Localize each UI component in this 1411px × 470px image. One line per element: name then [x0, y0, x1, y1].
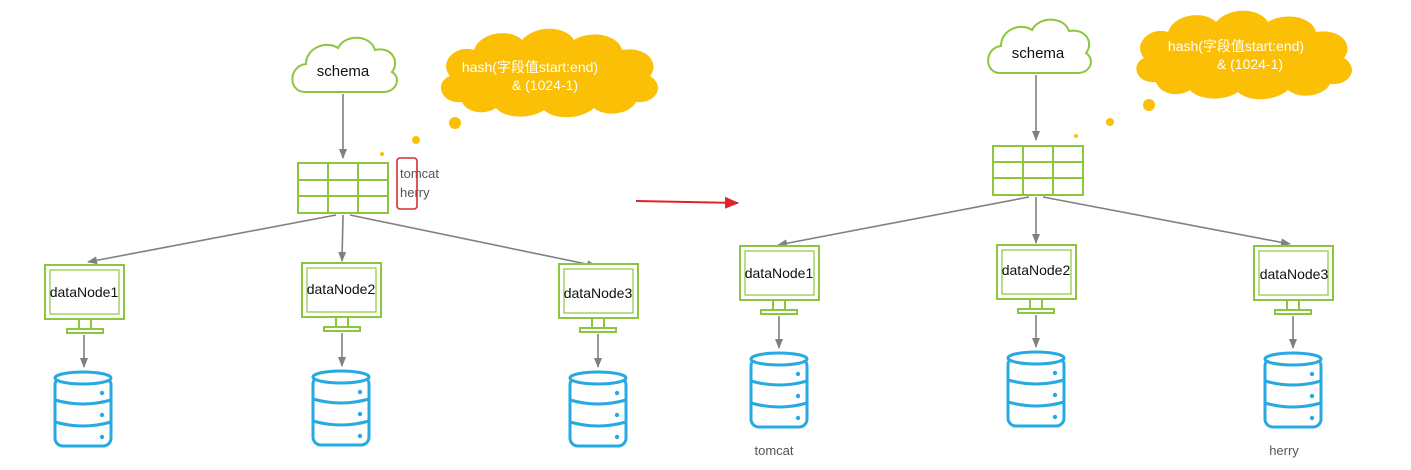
hash-thought-cloud-icon: hash(字段值start:end) & (1024-1) [1074, 10, 1352, 138]
thought-dot-small [380, 152, 384, 156]
thought-dot-large [1143, 99, 1155, 111]
table-to-node3-arrow [1042, 196, 1291, 247]
schema-cloud-icon: schema [291, 36, 398, 94]
transition-arrow [635, 196, 739, 209]
database-icon [53, 370, 113, 448]
hash-formula-line1: hash(字段值start:end) [462, 59, 598, 75]
db-label-tomcat: tomcat [754, 443, 793, 458]
monitor-icon [739, 245, 820, 315]
table-to-node1-arrow [87, 214, 337, 265]
right-datanode2: dataNode2 [996, 244, 1077, 428]
left-datanode3: dataNode3 [558, 263, 639, 448]
monitor-icon [301, 262, 382, 332]
db-label-herry: herry [1269, 443, 1299, 458]
left-panel: schema hash(字段值start:end) & (1024-1) tom… [44, 28, 658, 448]
key-prefix-highlight [396, 157, 418, 210]
database-icon [1263, 351, 1323, 429]
schema-label: schema [1012, 45, 1065, 62]
thought-dot-small [1074, 134, 1078, 138]
node-label: dataNode3 [564, 285, 633, 301]
right-datanode3: dataNode3 herry [1253, 245, 1334, 458]
hash-formula-line1: hash(字段值start:end) [1168, 38, 1304, 54]
node-label: dataNode2 [307, 281, 376, 297]
database-icon [568, 370, 628, 448]
thought-dot-large [449, 117, 461, 129]
node-label: dataNode1 [50, 284, 119, 300]
thought-dot-medium [1106, 118, 1114, 126]
left-datanode1: dataNode1 [44, 264, 125, 448]
hash-formula-line2: & (1024-1) [1217, 56, 1283, 72]
right-panel: schema hash(字段值start:end) & (1024-1) [739, 10, 1352, 458]
table-to-node2-arrow [338, 214, 347, 262]
node-label: dataNode3 [1260, 266, 1329, 282]
node-label: dataNode2 [1002, 262, 1071, 278]
monitor-icon [996, 244, 1077, 314]
database-icon [311, 369, 371, 447]
database-icon [1006, 350, 1066, 428]
hash-formula-line2: & (1024-1) [512, 77, 578, 93]
left-datanode2: dataNode2 [301, 262, 382, 447]
node-label: dataNode1 [745, 265, 814, 281]
thought-dot-medium [412, 136, 420, 144]
routing-table-icon [297, 162, 389, 214]
monitor-icon [44, 264, 125, 334]
schema-label: schema [317, 63, 370, 80]
routing-table-icon [992, 145, 1084, 196]
monitor-icon [558, 263, 639, 333]
schema-cloud-icon: schema [987, 18, 1092, 75]
key-tomcat: tomcat [400, 166, 439, 181]
right-datanode1: dataNode1 tomcat [739, 245, 820, 458]
hash-thought-cloud-icon: hash(字段值start:end) & (1024-1) [380, 28, 658, 156]
monitor-icon [1253, 245, 1334, 315]
database-icon [749, 351, 809, 429]
key-herry: herry [400, 185, 430, 200]
table-to-node3-arrow [349, 214, 597, 269]
table-to-node1-arrow [777, 196, 1030, 248]
